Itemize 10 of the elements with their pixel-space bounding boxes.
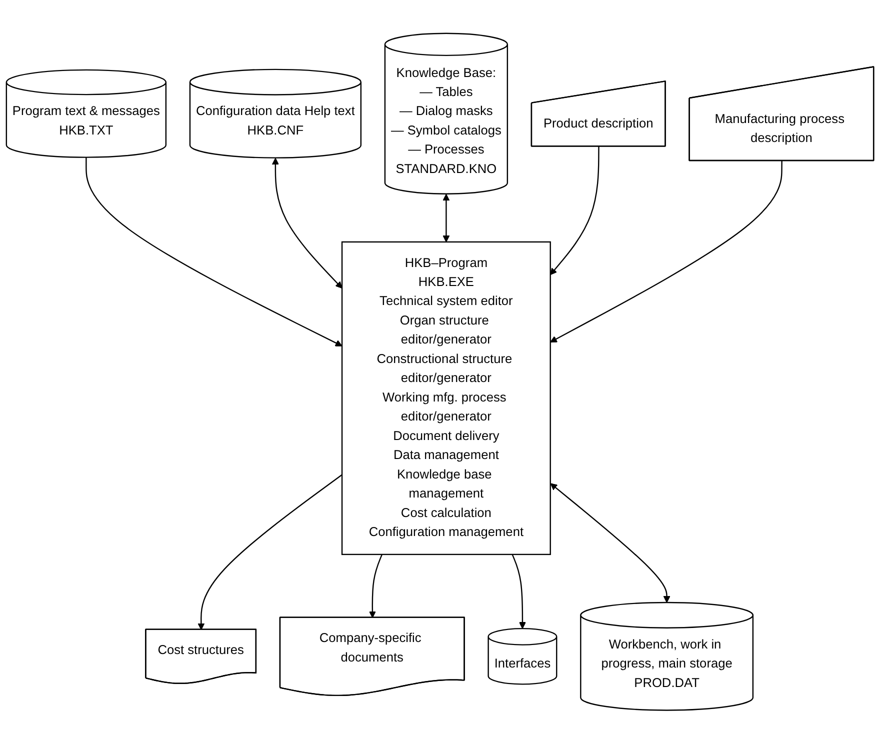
arrow [550, 483, 670, 603]
arrow [442, 194, 450, 242]
arrow [198, 474, 342, 630]
arrow [272, 158, 342, 289]
arrow [368, 554, 383, 618]
arrow [550, 146, 600, 276]
arrow [86, 158, 342, 347]
node-box: HKB–Program HKB.EXE Technical system editor Organ structure editor/generator Constructional structure editor/generator Working mfg. process editor/generator Document delivery Data management Knowledge base management Cost calculation Configuration management [341, 242, 551, 556]
arrow [550, 161, 782, 343]
arrow [512, 554, 526, 630]
